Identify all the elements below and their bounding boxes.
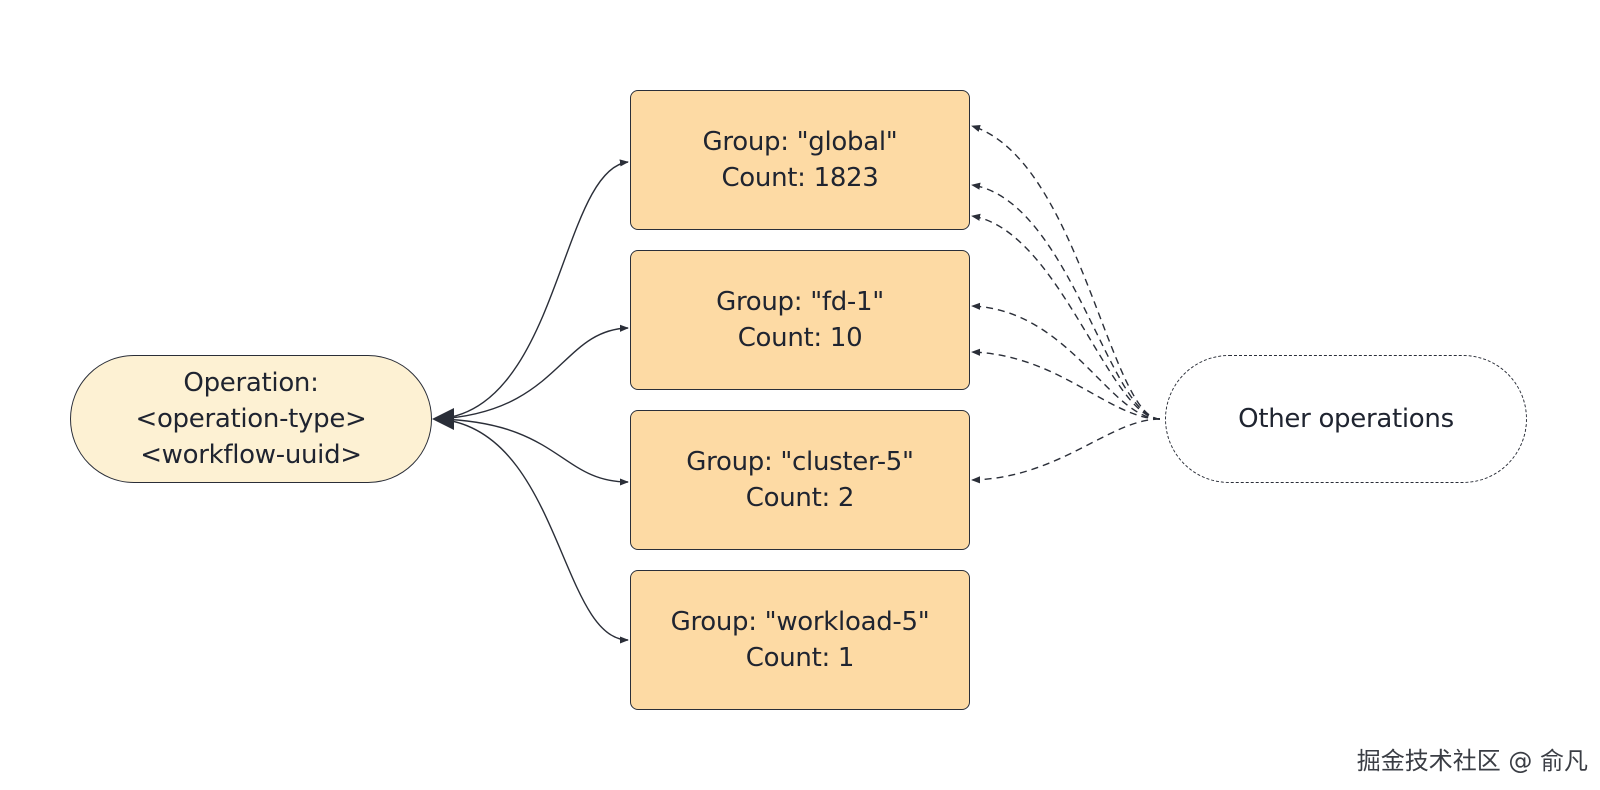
other-operations-label: Other operations [1238, 404, 1454, 434]
group-label: Group: "cluster-5" [686, 447, 914, 477]
group-count: Count: 10 [737, 323, 863, 353]
edge-other-to-global-1 [971, 125, 1161, 420]
group-box-workload-5: Group: "workload-5" Count: 1 [630, 570, 970, 710]
group-box-fd-1: Group: "fd-1" Count: 10 [630, 250, 970, 390]
operation-node: Operation: <operation-type> <workflow-uu… [70, 355, 432, 483]
other-operations-node: Other operations [1165, 355, 1527, 483]
group-label: Group: "fd-1" [716, 287, 884, 317]
group-count: Count: 1 [745, 643, 855, 673]
edge-operation-arrowhead [432, 408, 454, 430]
group-box-global: Group: "global" Count: 1823 [630, 90, 970, 230]
operation-node-type: <operation-type> [135, 404, 367, 434]
edge-other-to-fd1-2 [971, 348, 1161, 420]
operation-node-uuid: <workflow-uuid> [140, 440, 362, 470]
edge-operation-to-workload5 [437, 418, 629, 644]
group-label: Group: "global" [702, 127, 898, 157]
edge-other-to-global-2 [971, 182, 1161, 420]
edge-other-to-fd1-1 [971, 302, 1161, 420]
group-count: Count: 2 [745, 483, 855, 513]
edge-operation-to-cluster5 [437, 418, 629, 486]
group-label: Group: "workload-5" [670, 607, 930, 637]
edge-other-to-cluster5 [971, 418, 1161, 484]
edge-operation-to-fd1 [437, 324, 629, 420]
edge-operation-to-global [437, 159, 629, 420]
edge-other-to-global-3 [971, 213, 1161, 420]
group-box-cluster-5: Group: "cluster-5" Count: 2 [630, 410, 970, 550]
group-count: Count: 1823 [721, 163, 879, 193]
watermark: 掘金技术社区 @ 俞凡 [1356, 747, 1588, 775]
operation-node-title: Operation: [183, 368, 319, 398]
